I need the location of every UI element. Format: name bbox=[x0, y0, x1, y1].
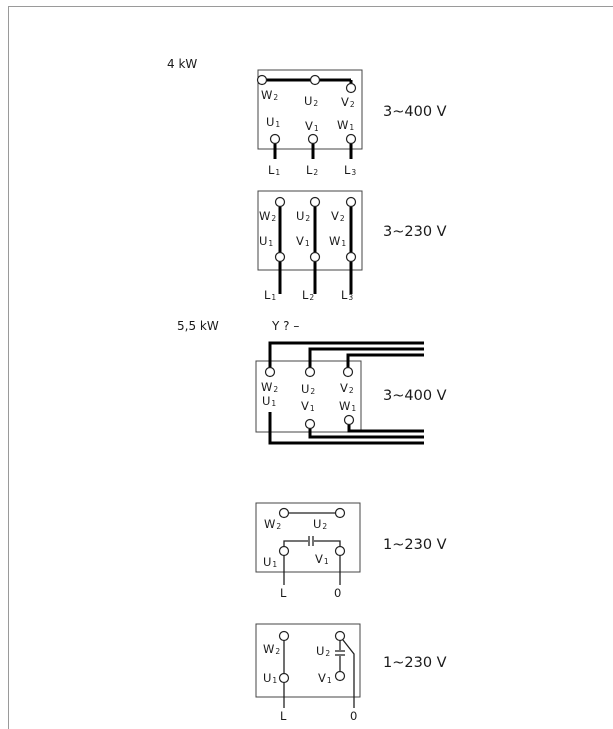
term-v1: V1 bbox=[305, 119, 319, 133]
label-l1: L1 bbox=[264, 288, 276, 302]
terminal-box bbox=[255, 623, 361, 698]
term-v2: V2 bbox=[341, 95, 355, 109]
node-w1 bbox=[345, 133, 357, 145]
term-w1: W1 bbox=[339, 399, 356, 413]
term-w2: W2 bbox=[261, 88, 278, 102]
terminal-box bbox=[257, 190, 363, 271]
node-v1 bbox=[304, 418, 316, 430]
node-u1 bbox=[278, 672, 290, 684]
bus-u2 bbox=[308, 347, 424, 372]
term-w2: W2 bbox=[259, 209, 276, 223]
voltage-label: 3~400 V bbox=[383, 104, 447, 120]
node-w2 bbox=[274, 196, 286, 208]
term-v1: V1 bbox=[318, 671, 332, 685]
terminal-box bbox=[257, 69, 363, 150]
term-v2: V2 bbox=[340, 381, 354, 395]
label-star-delta: Y ? – bbox=[271, 319, 299, 333]
diagram-4kw-3ph-230v: W2 U2 V2 U1 V1 W1 L1 L2 L3 3~230 V bbox=[257, 190, 447, 302]
term-w2: W2 bbox=[261, 380, 278, 394]
node-w2 bbox=[278, 630, 290, 642]
node-w2 bbox=[256, 74, 268, 86]
label-l: L bbox=[280, 709, 287, 723]
node-u1 bbox=[269, 133, 281, 145]
term-u2: U2 bbox=[316, 644, 330, 658]
label-l2: L2 bbox=[306, 163, 318, 177]
label-0: 0 bbox=[350, 709, 357, 723]
node-w1 bbox=[343, 414, 355, 426]
node-u1 bbox=[274, 251, 286, 263]
term-u1: U1 bbox=[262, 394, 276, 408]
term-u1: U1 bbox=[263, 555, 277, 569]
diagram-1ph-230v-a: W2 U2 U1 V1 L 0 1~230 V bbox=[255, 502, 447, 600]
node-u2 bbox=[309, 196, 321, 208]
bus-w2 bbox=[268, 341, 424, 372]
node-w2 bbox=[264, 366, 276, 378]
node-v2 bbox=[345, 196, 357, 208]
node-u2 bbox=[309, 74, 321, 86]
node-u2 bbox=[304, 366, 316, 378]
term-v1: V1 bbox=[301, 399, 315, 413]
voltage-label: 1~230 V bbox=[383, 537, 447, 553]
node-v1 bbox=[307, 133, 319, 145]
node-w1 bbox=[345, 251, 357, 263]
node-u2 bbox=[334, 507, 346, 519]
diagram-5-5kw-3ph-400v: W2 U2 V2 U1 V1 W1 3~400 V bbox=[255, 341, 447, 445]
lead-0 bbox=[342, 639, 355, 708]
voltage-label: 1~230 V bbox=[383, 655, 447, 671]
terminal-box bbox=[255, 502, 361, 573]
term-v2: V2 bbox=[331, 209, 345, 223]
node-u2 bbox=[334, 630, 346, 642]
term-u2: U2 bbox=[301, 382, 315, 396]
cap-lead-left bbox=[283, 540, 308, 547]
term-u2: U2 bbox=[304, 94, 318, 108]
bus-w1 bbox=[347, 420, 424, 433]
node-w2 bbox=[278, 507, 290, 519]
term-u1: U1 bbox=[266, 115, 280, 129]
bus-u1 bbox=[268, 412, 424, 445]
term-u2: U2 bbox=[296, 209, 310, 223]
term-w1: W1 bbox=[329, 234, 346, 248]
label-l1: L1 bbox=[268, 163, 280, 177]
label-0: 0 bbox=[334, 586, 341, 600]
label-4kw: 4 kW bbox=[167, 57, 197, 71]
term-w2: W2 bbox=[263, 642, 280, 656]
voltage-label: 3~230 V bbox=[383, 224, 447, 240]
cap-lead-right bbox=[314, 540, 341, 547]
term-w1: W1 bbox=[337, 118, 354, 132]
label-l2: L2 bbox=[302, 288, 314, 302]
node-v1 bbox=[309, 251, 321, 263]
node-v2 bbox=[342, 366, 354, 378]
term-w2: W2 bbox=[264, 517, 281, 531]
term-u1: U1 bbox=[263, 671, 277, 685]
label-l3: L3 bbox=[341, 288, 353, 302]
label-l: L bbox=[280, 586, 287, 600]
term-v1: V1 bbox=[296, 234, 310, 248]
node-u1 bbox=[278, 545, 290, 557]
page-border-left bbox=[8, 6, 9, 729]
label-l3: L3 bbox=[344, 163, 356, 177]
node-v1 bbox=[334, 545, 346, 557]
node-v2 bbox=[345, 82, 357, 94]
term-u2: U2 bbox=[313, 517, 327, 531]
voltage-label: 3~400 V bbox=[383, 388, 447, 404]
term-u1: U1 bbox=[259, 234, 273, 248]
term-v1: V1 bbox=[315, 552, 329, 566]
bus-v2 bbox=[346, 353, 424, 372]
node-v1 bbox=[334, 670, 346, 682]
diagram-1ph-230v-b: W2 U1 U2 V1 L 0 1~230 V bbox=[255, 623, 447, 723]
page-border-top bbox=[8, 6, 613, 7]
diagram-4kw-3ph-400v: W2 U2 V2 U1 V1 W1 L1 L2 L3 3~400 V bbox=[256, 69, 447, 177]
label-5-5kw: 5,5 kW bbox=[177, 319, 219, 333]
